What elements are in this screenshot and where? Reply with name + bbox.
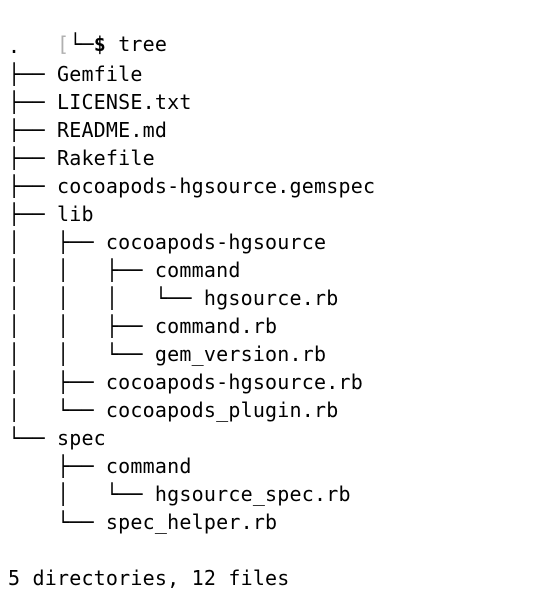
- tree-line-lib-hgsource-dir: │ ├── cocoapods-hgsource: [8, 230, 327, 254]
- tree-line-plugin-rb: │ └── cocoapods_plugin.rb: [8, 398, 339, 422]
- prompt-corner: └─: [69, 32, 94, 56]
- tree-line-license: ├── LICENSE.txt: [8, 90, 192, 114]
- prompt-symbol: $: [93, 32, 106, 56]
- tree-line-hgsource-rb: │ │ │ └── hgsource.rb: [8, 286, 339, 310]
- tree-line-gemspec: ├── cocoapods-hgsource.gemspec: [8, 174, 376, 198]
- tree-line-spec-helper: └── spec_helper.rb: [8, 510, 278, 534]
- tree-line-spec-command: ├── command: [8, 454, 192, 478]
- command-text: tree: [105, 32, 168, 56]
- tree-line-rakefile: ├── Rakefile: [8, 146, 155, 170]
- tree-line-readme: ├── README.md: [8, 118, 168, 142]
- prompt-bracket: [: [56, 32, 70, 56]
- summary-line: 5 directories, 12 files: [8, 566, 290, 590]
- tree-line-spec: └── spec: [8, 426, 106, 450]
- tree-line-command-rb: │ │ ├── command.rb: [8, 314, 278, 338]
- tree-line-hgsource-spec: │ └── hgsource_spec.rb: [8, 482, 351, 506]
- tree-line-lib: ├── lib: [8, 202, 94, 226]
- tree-line-root: .: [8, 34, 21, 58]
- tree-line-lib-hgsource-rb: │ ├── cocoapods-hgsource.rb: [8, 370, 363, 394]
- tree-line-command-dir: │ │ ├── command: [8, 258, 241, 282]
- tree-line-gem-version: │ │ └── gem_version.rb: [8, 342, 327, 366]
- tree-line-gemfile: ├── Gemfile: [8, 62, 143, 86]
- prompt-line: [└─$ tree: [8, 2, 167, 56]
